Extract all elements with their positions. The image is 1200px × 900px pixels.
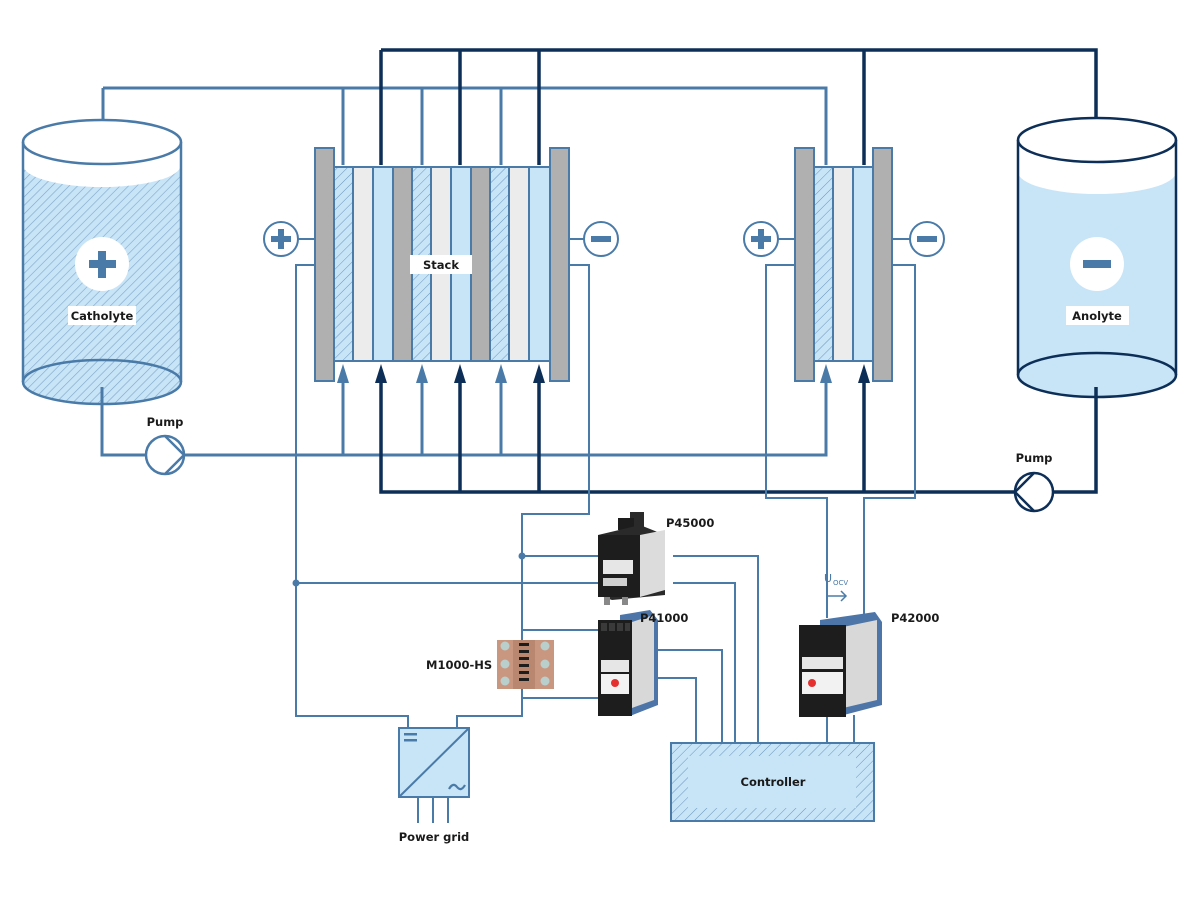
dc-symbol-icon [404,733,417,742]
m1000hs-label: M1000-HS [426,658,492,672]
left-pump[interactable]: Pump [144,415,186,476]
ac-dc-converter [398,727,470,798]
controller[interactable]: Controller [670,742,875,822]
stack: Stack [314,147,570,382]
catholyte-flow-arrows [337,364,832,383]
catholyte-return-manifold [101,86,828,165]
stack-negative-terminal [569,221,619,257]
right-pump-label: Pump [1016,451,1053,465]
uocv-subscript: OCV [833,579,848,587]
catholyte-supply-line [100,383,828,457]
catholyte-tank: Catholyte [21,118,183,406]
arrow-right-icon [827,590,848,602]
reference-positive-terminal [743,221,795,257]
power-grid-label: Power grid [399,830,470,844]
reference-cell [794,147,893,382]
pump-icon [144,434,186,476]
p45000-label: P45000 [666,516,714,530]
wiring [295,264,916,823]
uocv-symbol: U [824,572,832,585]
anolyte-flow-arrows [375,364,870,383]
p42000-device[interactable]: P42000 [799,611,939,717]
stack-label: Stack [423,258,459,272]
minus-icon [1083,260,1111,268]
uocv-annotation: U OCV [824,572,848,602]
pump-icon [1013,471,1055,513]
minus-icon [591,236,611,242]
anolyte-return-manifold [379,48,1098,165]
p42000-label: P42000 [891,611,939,625]
anolyte-tank: Anolyte [1016,116,1178,399]
stack-positive-terminal [263,221,315,257]
left-pump-label: Pump [147,415,184,429]
p41000-label: P41000 [640,611,688,625]
p45000-device[interactable]: P45000 [598,512,714,605]
controller-label: Controller [741,775,806,789]
minus-icon [917,236,937,242]
anolyte-supply-line [379,383,1098,494]
right-pump[interactable]: Pump [1013,451,1055,513]
m1000hs-terminal[interactable]: M1000-HS [426,640,554,689]
ac-symbol-icon [448,783,466,791]
plus-icon [89,251,116,278]
wire-junctions [292,552,526,587]
catholyte-label: Catholyte [71,309,134,323]
reference-negative-terminal [892,221,945,257]
p41000-device[interactable]: P41000 [598,610,688,716]
anolyte-label: Anolyte [1072,309,1122,323]
